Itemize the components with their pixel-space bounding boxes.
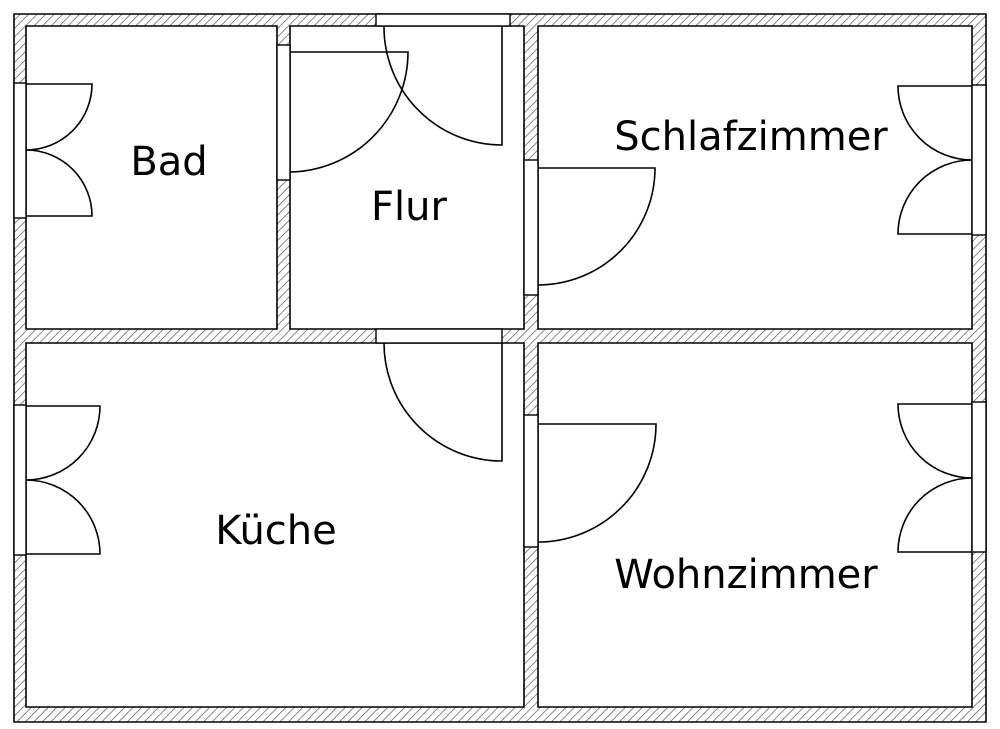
door-openings <box>13 13 987 556</box>
room-label-bad: Bad <box>130 139 207 185</box>
opening-bad-window <box>13 82 27 219</box>
door-schlafzimmer-upper <box>897 85 973 161</box>
door-bad-upper <box>25 83 93 151</box>
opening-wohnzimmer-window <box>971 401 987 553</box>
door-kueche-lower <box>25 479 101 555</box>
opening-kueche-window <box>13 404 27 556</box>
room-label-wohnzimmer: Wohnzimmer <box>614 552 878 598</box>
opening-kueche-wohnzimmer <box>523 414 539 548</box>
door-kueche-flur <box>383 342 503 462</box>
door-flur-entry <box>383 25 503 146</box>
door-flur-schlafzimmer <box>537 167 656 286</box>
door-bad-lower <box>25 149 93 217</box>
opening-flur-kueche <box>375 328 503 344</box>
door-kueche-wohnzimmer <box>537 423 657 543</box>
door-swings <box>25 25 973 555</box>
door-schlafzimmer-lower <box>897 159 973 235</box>
door-bad-flur <box>289 51 409 173</box>
wall-structure <box>13 13 987 723</box>
room-label-flur: Flur <box>371 184 447 230</box>
door-wohnzimmer-upper <box>897 403 973 479</box>
opening-flur-entry <box>375 13 511 27</box>
room-labels: Bad Flur Schlafzimmer Küche Wohnzimmer <box>130 114 888 598</box>
door-wohnzimmer-lower <box>897 477 973 553</box>
door-kueche-upper <box>25 405 101 481</box>
room-label-schlafzimmer: Schlafzimmer <box>614 114 888 160</box>
opening-flur-schlafzimmer <box>523 159 539 296</box>
opening-schlafzimmer-window <box>971 84 987 236</box>
room-label-kueche: Küche <box>215 508 337 554</box>
opening-bad-flur <box>276 44 291 181</box>
